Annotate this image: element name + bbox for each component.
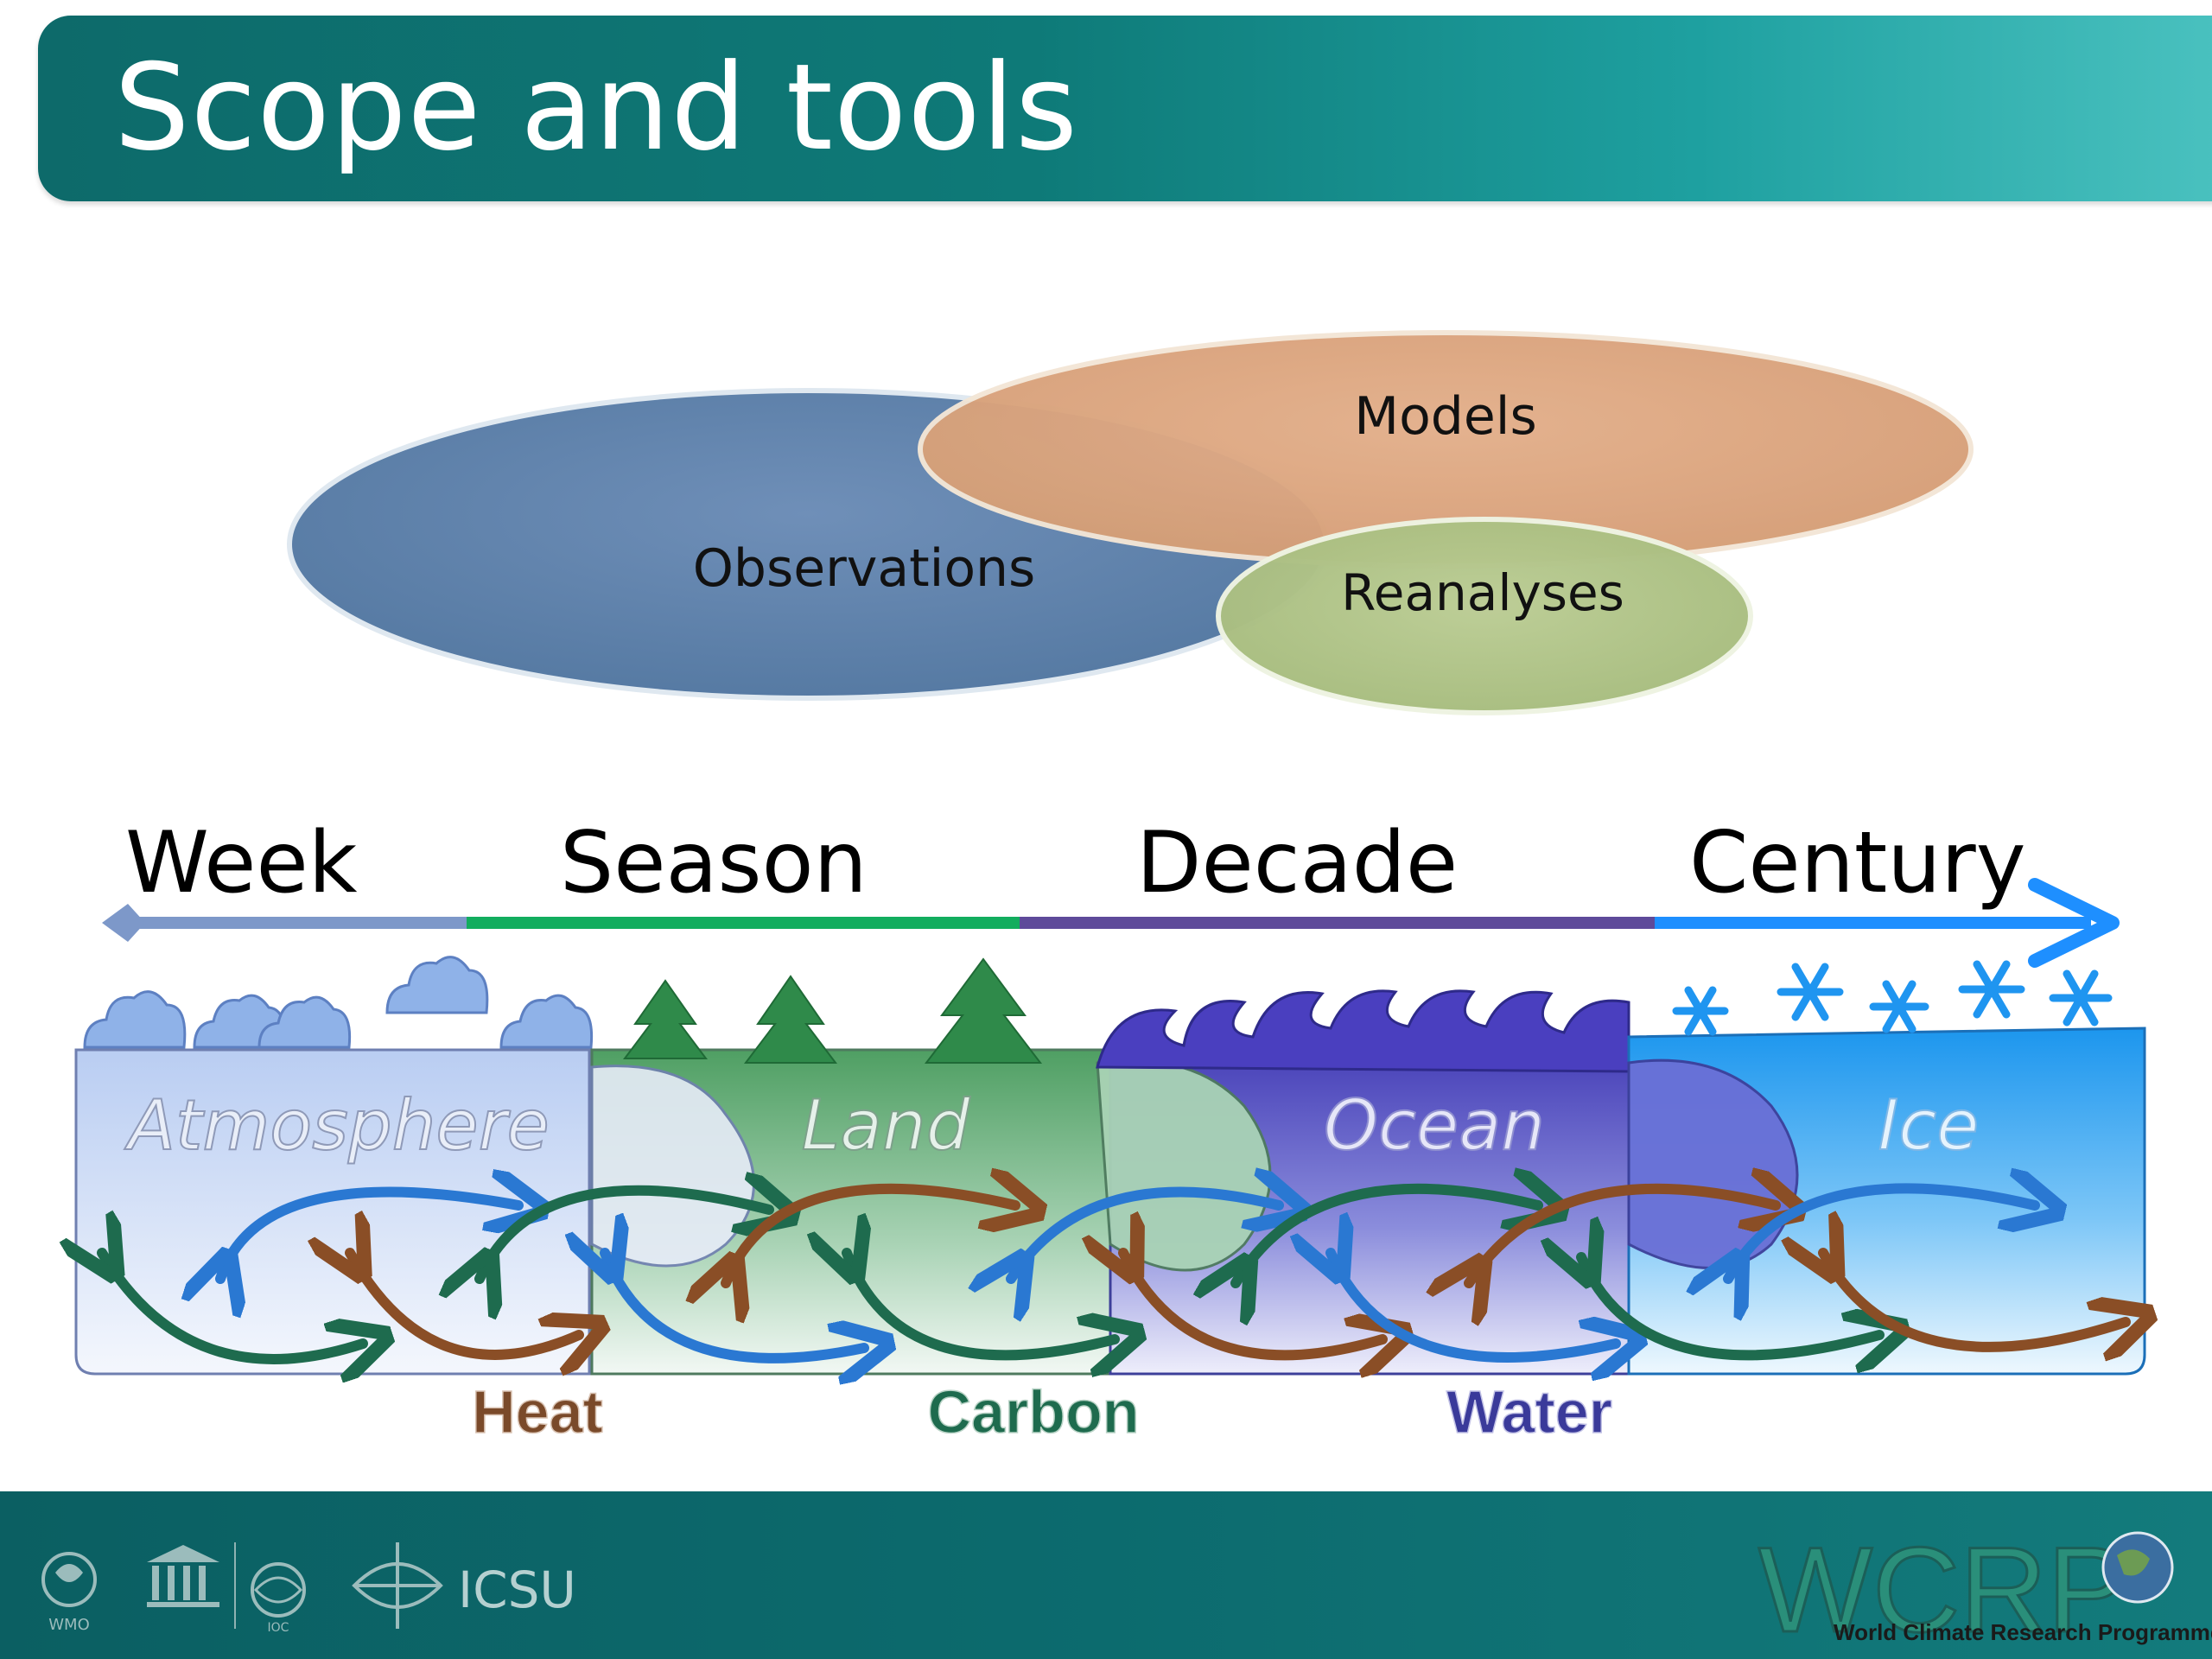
wave-shapes <box>1096 989 1630 1073</box>
tools-diagram: Observations Models Reanalyses <box>287 330 1974 715</box>
svg-text:WMO: WMO <box>48 1616 90 1634</box>
models-label: Models <box>1354 386 1536 447</box>
timescale-arrowhead <box>2028 878 2120 968</box>
tree-icons <box>623 957 1043 1064</box>
heat-label: Heat <box>472 1378 603 1446</box>
arrow-heat <box>726 1189 1015 1283</box>
climate-components: Atmosphere Land Ocean <box>76 956 2146 1446</box>
ice-label: Ice <box>1878 1085 1980 1166</box>
timescale-left-end <box>102 904 145 942</box>
snowflake-icons <box>1672 960 2113 1036</box>
svg-text:World Climate Research Program: World Climate Research Programme <box>1834 1619 2212 1645</box>
ocean-label: Ocean <box>1324 1085 1545 1166</box>
svg-text:ICSU: ICSU <box>458 1560 576 1619</box>
icsu-logo: ICSU <box>352 1542 576 1629</box>
reanalyses-label: Reanalyses <box>1341 563 1624 622</box>
footer-logos: WMO IOC ICSU WCRP World Climate Research <box>41 1521 2212 1659</box>
water-label: Water <box>1446 1378 1612 1446</box>
cloud-icons <box>83 956 594 1049</box>
title-bar <box>38 16 2212 201</box>
slide-title: Scope and tools <box>114 38 1078 177</box>
unesco-logo <box>147 1545 219 1607</box>
svg-text:IOC: IOC <box>268 1621 289 1635</box>
timescale-axis: Week Season Decade Century <box>102 814 2120 968</box>
exchange-arrows <box>102 1188 2126 1359</box>
timescale-century: Century <box>1689 814 2026 912</box>
timescale-decade: Decade <box>1136 814 1458 912</box>
arrow-water <box>1728 1188 2035 1279</box>
atmosphere-label: Atmosphere <box>124 1085 549 1166</box>
reanalyses-ellipse <box>1216 517 1753 715</box>
timescale-week: Week <box>125 814 358 912</box>
ice-panel: Ice <box>1627 960 2146 1376</box>
ioc-logo: IOC <box>251 1562 306 1635</box>
timescale-season: Season <box>560 814 868 912</box>
land-label: Land <box>801 1085 970 1166</box>
arrow-carbon <box>847 1253 1115 1355</box>
carbon-label: Carbon <box>928 1378 1140 1446</box>
land-panel: Land <box>590 957 1112 1376</box>
observations-label: Observations <box>693 538 1036 599</box>
arrow-heat <box>1823 1253 2126 1347</box>
svg-text:WCRP: WCRP <box>1758 1522 2128 1657</box>
wcrp-logo: WCRP World Climate Research Programme <box>1758 1521 2212 1659</box>
arrow-heat <box>350 1253 579 1355</box>
wmo-logo: WMO <box>41 1552 97 1634</box>
